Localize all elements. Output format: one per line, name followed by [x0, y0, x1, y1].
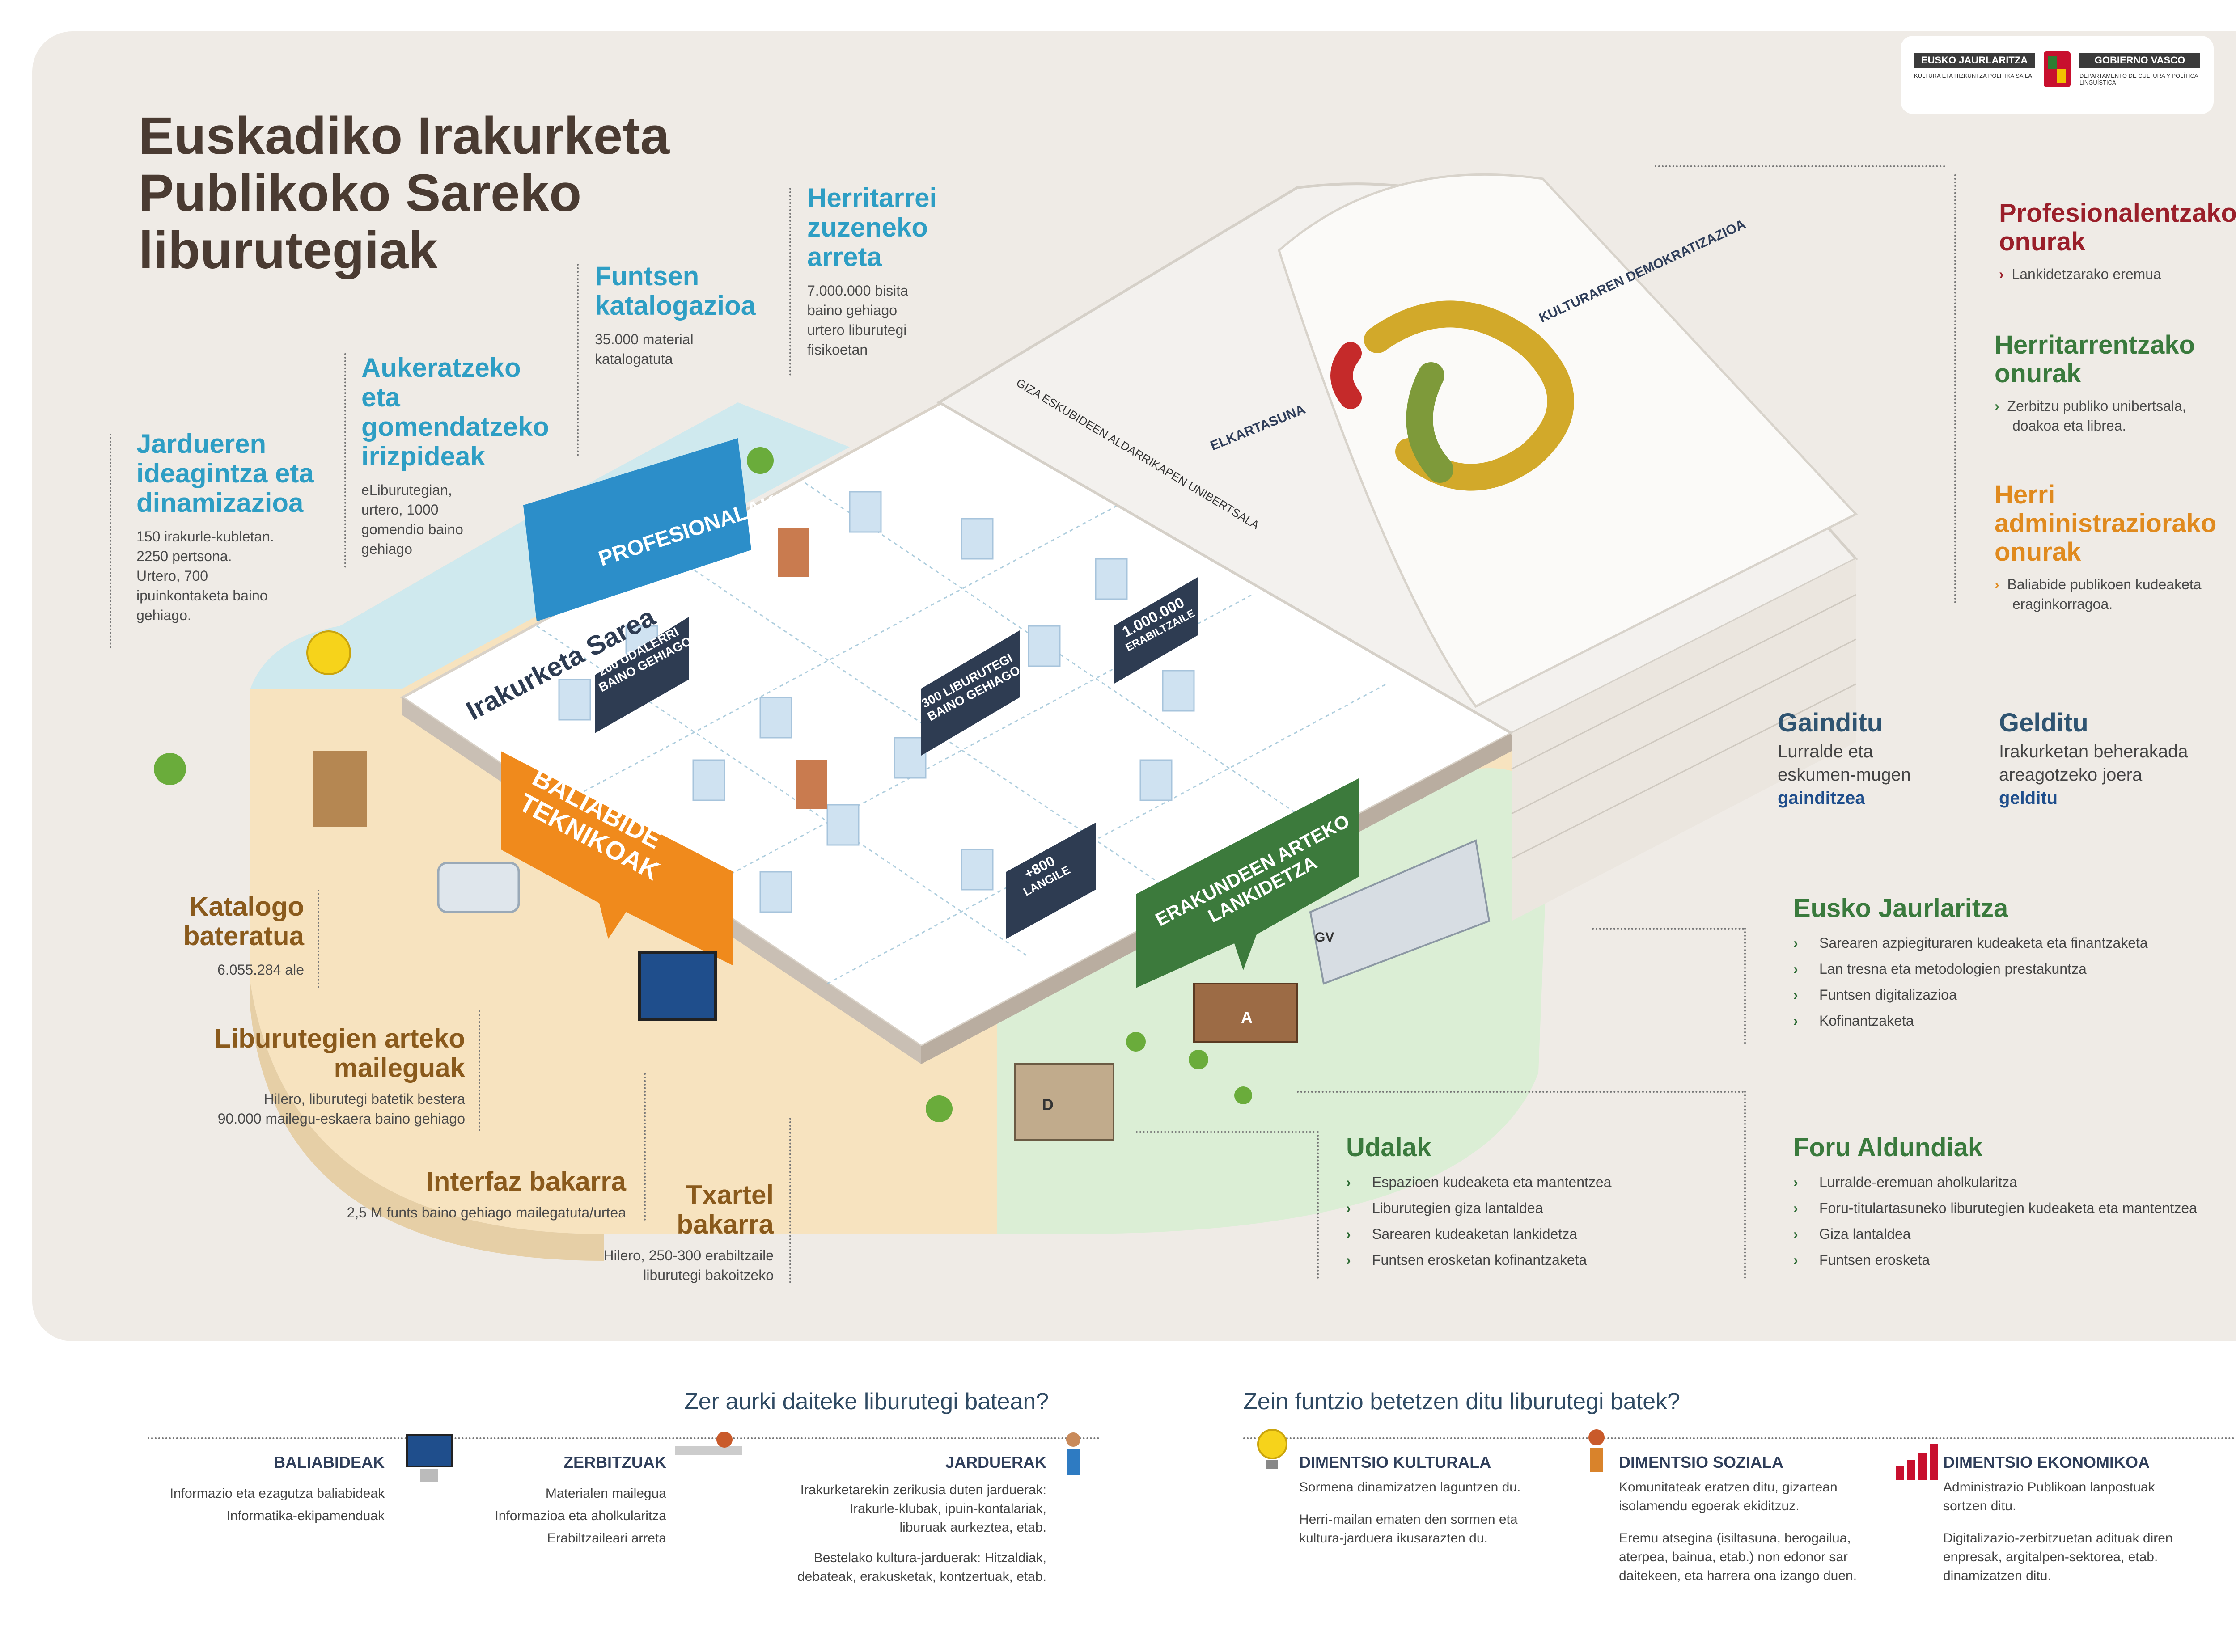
callout-line	[110, 434, 111, 648]
callout-line	[1136, 1131, 1315, 1133]
lightbulb-icon	[1257, 1429, 1287, 1469]
logo-left-sub: KULTURA ETA HIZKUNTZA POLITIKA SAILA	[1914, 72, 2032, 79]
people-icon	[1066, 1432, 1080, 1475]
section-baliabideak: BALIABIDEAK Informazio eta ezagutza bali…	[169, 1453, 385, 1523]
desk-icon	[675, 1432, 742, 1455]
building-gv-label: GV	[1315, 930, 1334, 945]
eusko-jaurlaritza: Eusko Jaurlaritza ›Sarearen azpiegiturar…	[1793, 894, 2148, 1029]
chevron-right-icon: ›	[1995, 398, 1999, 414]
callout-line	[1744, 1091, 1746, 1279]
callout-line	[789, 188, 791, 376]
chevron-right-icon: ›	[1995, 576, 1999, 592]
callout-line	[1744, 928, 1746, 1044]
divider	[1243, 1437, 2236, 1439]
logo-left-name: EUSKO JAURLARITZA	[1914, 53, 2035, 68]
building-a-label: A	[1241, 1008, 1253, 1027]
callout-line	[1317, 1131, 1319, 1279]
isometric-illustration	[154, 173, 1858, 1261]
callout-line	[318, 890, 319, 988]
logo-right-name: GOBIERNO VASCO	[2079, 53, 2200, 68]
callout-line	[789, 1118, 791, 1283]
section-ekonomikoa: DIMENTSIO EKONOMIKOA Administrazio Publi…	[1943, 1453, 2173, 1583]
callout-line	[644, 1073, 646, 1221]
coat-of-arms-icon	[2044, 51, 2071, 87]
callout-line	[1297, 1091, 1744, 1093]
building-d-label: D	[1042, 1095, 1054, 1114]
foru-aldundiak: Foru Aldundiak ›Lurralde-eremuan aholkul…	[1793, 1133, 2197, 1268]
chevron-right-icon: ›	[1999, 266, 2004, 282]
question-function: Zein funtzio betetzen ditu liburutegi ba…	[1243, 1389, 1681, 1415]
callout-line	[1655, 165, 1945, 167]
callout-line	[344, 353, 346, 568]
callout-line	[1592, 928, 1744, 930]
divider	[148, 1437, 1100, 1439]
callout-line	[479, 1010, 480, 1131]
question-find: Zer aurki daiteke liburutegi batean?	[684, 1389, 1049, 1415]
person-icon	[1588, 1429, 1605, 1472]
section-jarduerak: JARDUERAK Irakurketarekin zerikusia dute…	[797, 1453, 1046, 1584]
udalak: Udalak ›Espazioen kudeaketa eta mantentz…	[1346, 1133, 1612, 1268]
section-soziala: DIMENTSIO SOZIALA Komunitateak eratzen d…	[1619, 1453, 1857, 1583]
callout-interfaz: Interfaz bakarra 2,5 M funts baino gehia…	[347, 1166, 626, 1221]
section-kulturala: DIMENTSIO KULTURALA Sormena dinamizatzen…	[1299, 1453, 1521, 1546]
callout-line	[577, 264, 579, 456]
logo: EUSKO JAURLARITZA KULTURA ETA HIZKUNTZA …	[1901, 36, 2214, 114]
logo-right-sub: DEPARTAMENTO DE CULTURA Y POLÍTICA LINGÜ…	[2079, 72, 2198, 86]
callout-line	[1954, 174, 1956, 604]
computer-icon	[406, 1434, 453, 1482]
bar-growth-icon	[1896, 1444, 1938, 1480]
